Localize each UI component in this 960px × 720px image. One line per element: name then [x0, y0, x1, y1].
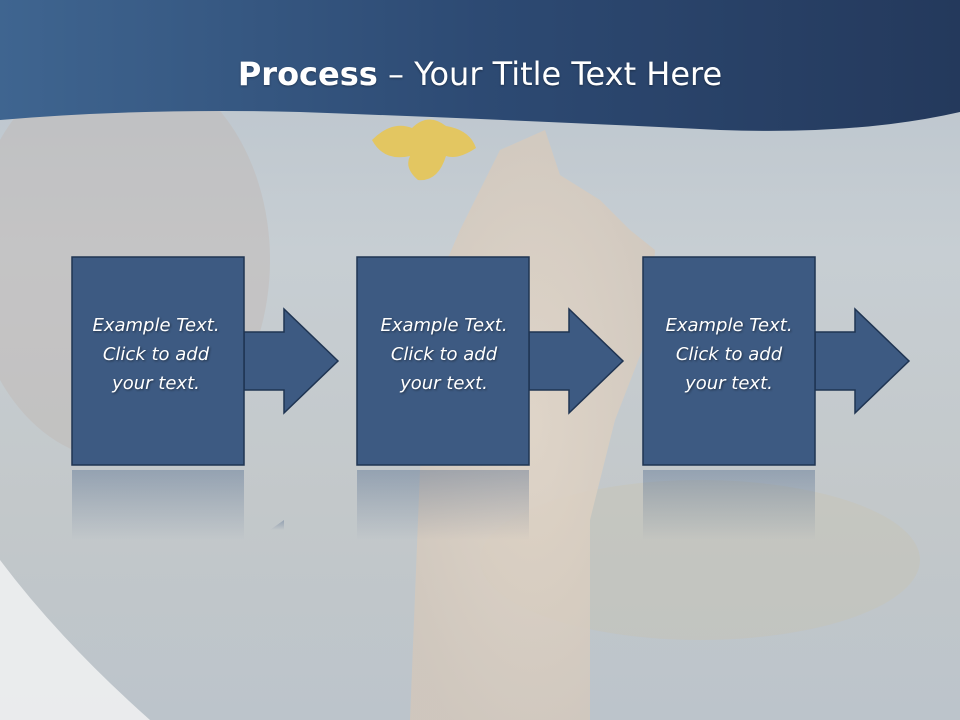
step-3-box — [642, 256, 816, 466]
step-2-box — [356, 256, 530, 466]
step-2-text[interactable]: Example Text. Click to add your text. — [349, 311, 539, 398]
step-3-text[interactable]: Example Text. Click to add your text. — [634, 311, 824, 398]
step-1-text[interactable]: Example Text. Click to add your text. — [61, 311, 251, 398]
step-1-box — [71, 256, 245, 466]
slide-title[interactable]: Process – Your Title Text Here — [0, 52, 960, 96]
step-1-line-3: your text. — [112, 373, 200, 394]
step-2-arrow — [528, 307, 625, 415]
step-2-line-3: your text. — [400, 373, 488, 394]
title-rest-text: – Your Title Text Here — [377, 55, 723, 93]
step-3-line-2: Click to add — [675, 344, 783, 365]
title-bold-word: Process — [237, 55, 378, 93]
step-3-line-1: Example Text. — [665, 315, 793, 336]
step-2-line-1: Example Text. — [380, 315, 508, 336]
process-step-3[interactable] — [642, 256, 911, 540]
process-step-1[interactable] — [71, 256, 340, 540]
step-3-arrow — [814, 307, 911, 415]
step-3-line-3: your text. — [685, 373, 773, 394]
step-1-line-1: Example Text. — [92, 315, 220, 336]
process-step-2[interactable] — [356, 256, 625, 540]
step-1-arrow — [243, 307, 340, 415]
step-1-line-2: Click to add — [102, 344, 210, 365]
step-2-line-2: Click to add — [390, 344, 498, 365]
